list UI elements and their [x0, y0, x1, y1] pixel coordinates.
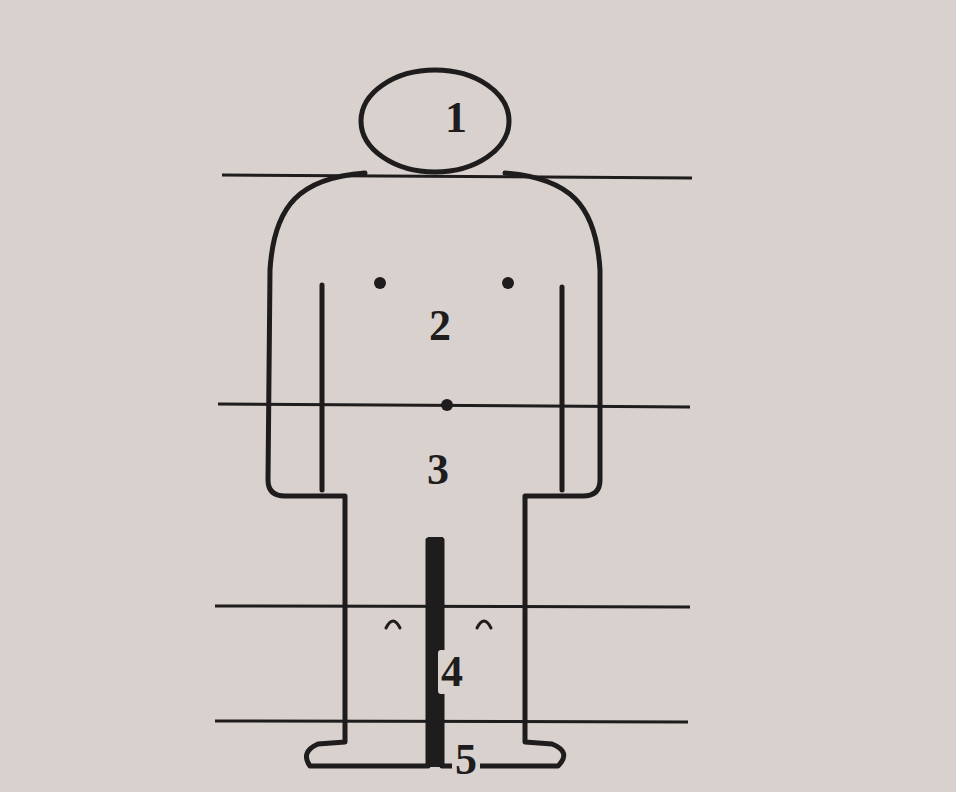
- right-knee: [477, 621, 491, 628]
- region-number: 3: [424, 448, 452, 492]
- head-outline: [361, 70, 509, 172]
- region-number: 4: [438, 650, 466, 694]
- left-arm-line: [320, 285, 325, 490]
- right-arm-line: [560, 287, 565, 490]
- left-knee: [386, 621, 400, 628]
- nipple-dot: [374, 277, 386, 289]
- region-number: 2: [426, 304, 454, 348]
- navel-dot: [441, 399, 453, 411]
- division-line: [218, 404, 690, 407]
- nipple-dot: [502, 277, 514, 289]
- division-line: [215, 721, 688, 722]
- division-line: [222, 175, 692, 178]
- body-outline: [268, 173, 600, 766]
- region-number: 5: [452, 738, 480, 782]
- region-number: 1: [442, 96, 470, 140]
- division-line: [215, 606, 690, 607]
